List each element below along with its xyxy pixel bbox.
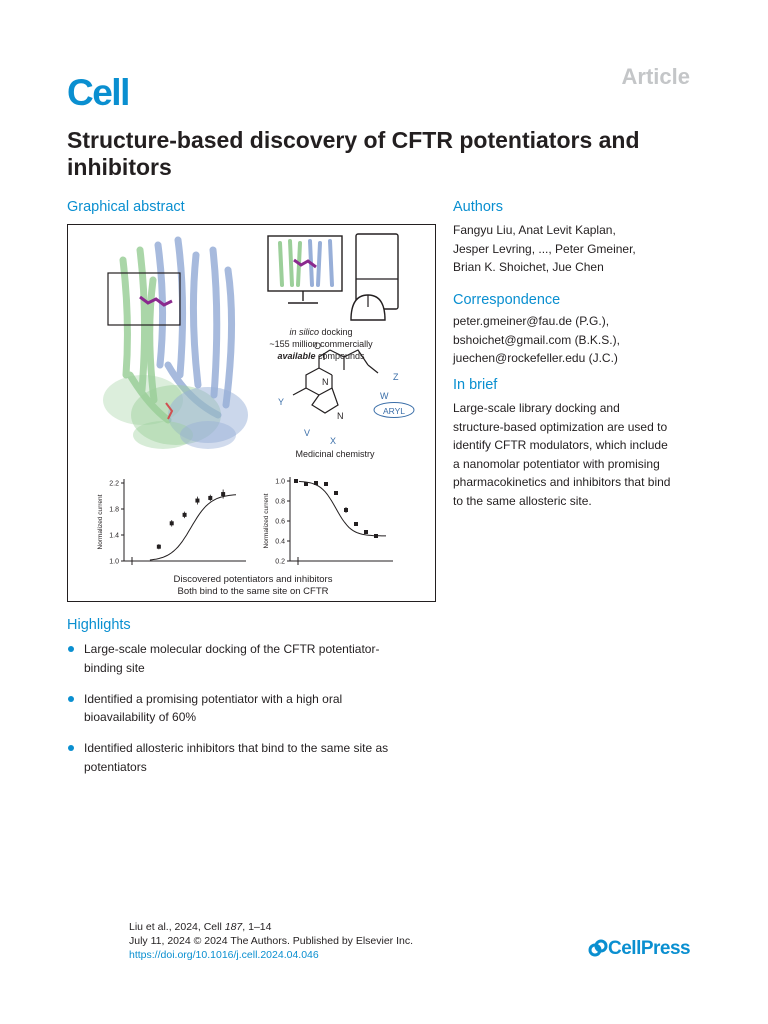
article-type-label: Article	[621, 64, 690, 89]
y-tick-label: 1.8	[109, 507, 119, 514]
citation-volume: 187	[224, 921, 243, 933]
bullet-icon	[68, 646, 74, 652]
correspondence-heading: Correspondence	[453, 292, 561, 308]
in-brief-text: Large-scale library docking and structur…	[453, 399, 670, 510]
y-tick-label: 0.6	[275, 519, 285, 526]
in-brief-heading: In brief	[453, 377, 498, 393]
fit-curve	[149, 494, 237, 561]
data-point	[169, 521, 174, 526]
chem-w-label: W	[380, 391, 389, 401]
graphical-abstract-heading: Graphical abstract	[67, 199, 185, 215]
authors-heading: Authors	[453, 199, 503, 215]
citation-pages: , 1–14	[242, 921, 272, 933]
correspondence-email[interactable]: juechen@rockefeller.edu (J.C.)	[453, 351, 618, 365]
bullet-icon	[68, 695, 74, 702]
y-axis-label: Normalized current	[263, 493, 270, 548]
highlight-item: Large-scale molecular docking of the CFT…	[67, 640, 427, 677]
cell-journal-logo: Cell	[67, 72, 130, 113]
correspondence-email[interactable]: peter.gmeiner@fau.de (P.G.),	[453, 314, 610, 328]
docking-computer-icon	[267, 233, 399, 321]
bullet-icon	[68, 745, 74, 751]
copyright-line: July 11, 2024 © 2024 The Authors. Publis…	[129, 935, 414, 947]
data-point	[324, 482, 328, 486]
data-point	[182, 512, 187, 517]
graphical-abstract-figure: in silico docking ~155 million commercia…	[67, 224, 436, 602]
doi-link[interactable]: https://doi.org/10.1016/j.cell.2024.04.0…	[129, 949, 319, 961]
data-point	[294, 479, 298, 483]
y-tick-label: 0.2	[275, 559, 285, 566]
inhibitor-chart: 1.0 0.8 0.6 0.4 0.2 Normalized current	[263, 477, 393, 566]
authors-line: Jesper Levring, ..., Peter Gmeiner,	[453, 241, 636, 256]
data-point	[354, 522, 358, 526]
citation-line: Liu et al., 2024, Cell 187, 1–14	[129, 920, 413, 934]
in-brief-line: structure-based optimization are used to	[453, 419, 668, 434]
fit-curve	[298, 480, 386, 537]
y-tick-label: 2.2	[109, 481, 119, 488]
highlight-line: potentiators	[84, 759, 147, 774]
citation-prefix: Liu et al., 2024, Cell	[129, 921, 225, 933]
highlight-line: Identified a promising potentiator with …	[84, 691, 343, 706]
highlights-heading: Highlights	[67, 617, 131, 633]
data-point	[374, 534, 378, 538]
cellpress-wordmark: CellPress	[608, 938, 691, 959]
cellpress-logo: CellPress	[588, 938, 691, 960]
highlight-line: Identified allosteric inhibitors that bi…	[84, 741, 389, 755]
docking-caption-line3: available compounds	[277, 351, 365, 361]
correspondence-email[interactable]: bshoichet@gmail.com (B.K.S.),	[453, 332, 620, 347]
chem-z-label: Z	[393, 372, 399, 382]
potentiator-chart: 2.2 1.8 1.4 1.0 Normalized current	[97, 479, 246, 566]
data-point	[314, 481, 318, 485]
data-point	[364, 530, 368, 534]
y-axis-label: Normalized current	[97, 494, 104, 549]
in-brief-line: a nanomolar potentiator with promising	[453, 456, 660, 471]
article-title: Structure-based discovery of CFTR potent…	[67, 127, 640, 180]
citation-footer: Liu et al., 2024, Cell 187, 1–14 July 11…	[129, 920, 413, 962]
data-point	[304, 482, 308, 486]
chem-o-label: O	[314, 341, 321, 351]
correspondence-list: peter.gmeiner@fau.de (P.G.), bshoichet@g…	[453, 312, 620, 368]
cftr-protein-structure	[103, 236, 248, 449]
data-point	[195, 498, 200, 503]
y-tick-label: 0.8	[275, 499, 285, 506]
authors-line: Fangyu Liu, Anat Levit Kaplan,	[453, 223, 616, 237]
in-brief-line: pharmacokinetics and inhibitors that bin…	[453, 475, 671, 489]
ga-caption-line2: Both bind to the same site on CFTR	[177, 586, 328, 597]
docking-caption-line1: in silico docking	[289, 327, 352, 337]
chemical-scaffold-structure	[292, 349, 379, 414]
data-point	[156, 544, 161, 549]
chem-v-label: V	[304, 428, 310, 438]
chem-x-label: X	[330, 436, 336, 446]
y-tick-label: 1.0	[109, 559, 119, 566]
chem-aryl-label: ARYL	[383, 406, 405, 416]
highlight-line: Large-scale molecular docking of the CFT…	[84, 642, 380, 656]
highlight-line: bioavailability of 60%	[84, 710, 197, 724]
authors-list: Fangyu Liu, Anat Levit Kaplan, Jesper Le…	[453, 221, 636, 277]
chem-n1-label: N	[322, 377, 329, 387]
data-point	[344, 508, 348, 512]
highlight-item: Identified allosteric inhibitors that bi…	[67, 739, 427, 776]
y-tick-label: 1.0	[275, 479, 285, 486]
cellpress-mark-icon	[588, 939, 608, 957]
in-brief-line: Large-scale library docking and	[453, 401, 620, 415]
highlight-item: Identified a promising potentiator with …	[67, 690, 427, 727]
highlights-list: Large-scale molecular docking of the CFT…	[67, 640, 427, 789]
highlight-line: binding site	[84, 660, 145, 675]
in-brief-line: to the same allosteric site.	[453, 493, 592, 508]
chem-n2-label: N	[337, 411, 344, 421]
docking-caption-line2: ~155 million commercially	[269, 339, 373, 349]
ga-caption-line1: Discovered potentiators and inhibitors	[174, 574, 333, 585]
chem-y-label: Y	[278, 397, 284, 407]
y-tick-label: 1.4	[109, 533, 119, 540]
data-point	[221, 492, 226, 497]
authors-line: Brian K. Shoichet, Jue Chen	[453, 260, 604, 274]
data-point	[334, 491, 338, 495]
y-tick-label: 0.4	[275, 539, 285, 546]
data-point	[208, 495, 213, 500]
in-brief-line: identify CFTR modulators, which include	[453, 438, 668, 452]
medicinal-chemistry-label: Medicinal chemistry	[295, 449, 375, 459]
